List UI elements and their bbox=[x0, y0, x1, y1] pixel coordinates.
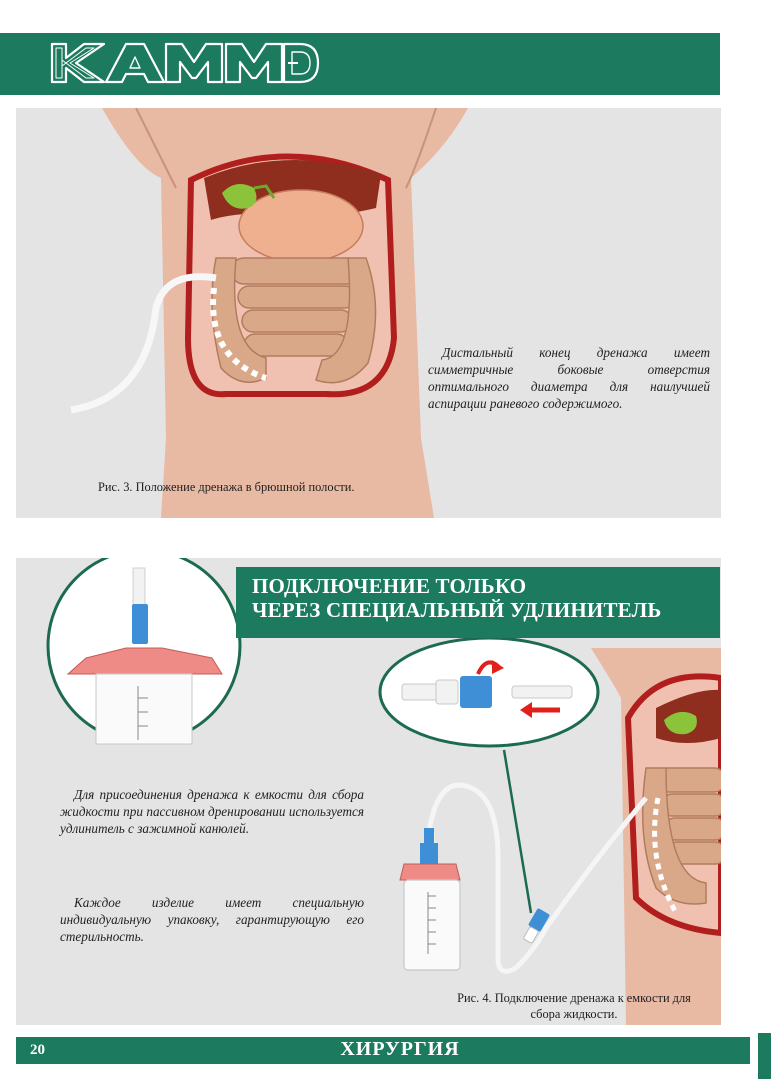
header-bar bbox=[0, 33, 720, 95]
footer-edge-strip bbox=[758, 1033, 771, 1079]
figure3-caption: Рис. 3. Положение дренажа в брюшной поло… bbox=[98, 480, 355, 494]
section-title-line1: ПОДКЛЮЧЕНИЕ ТОЛЬКО bbox=[252, 574, 527, 598]
figure3-description: Дистальный конец дренажа имеет симметрич… bbox=[428, 345, 710, 411]
footer-section-name: ХИРУРГИЯ bbox=[340, 1038, 460, 1060]
section-title: ПОДКЛЮЧЕНИЕ ТОЛЬКО ЧЕРЕЗ СПЕЦИАЛЬНЫЙ УДЛ… bbox=[252, 574, 712, 622]
abdomen-drain-illustration bbox=[70, 108, 468, 518]
figure4-caption: Рис. 4. Подключение дренажа к емкости дл… bbox=[436, 990, 712, 1022]
drain-connection-illustration bbox=[46, 558, 721, 1025]
figure4-paragraph-1: Для присоединения дренажа к емкости для … bbox=[60, 787, 364, 836]
figure4-paragraph-2: Каждое изделие имеет специальную индивид… bbox=[60, 895, 364, 944]
section-title-line2: ЧЕРЕЗ СПЕЦИАЛЬНЫЙ УДЛИНИТЕЛЬ bbox=[252, 598, 662, 622]
page-number: 20 bbox=[30, 1042, 45, 1058]
section-title-bar bbox=[236, 567, 720, 638]
figure4-caption-line1: Рис. 4. Подключение дренажа к емкости дл… bbox=[457, 991, 691, 1005]
figure4-caption-line2: сбора жидкости. bbox=[530, 1007, 618, 1021]
footer-bar bbox=[16, 1037, 750, 1064]
kammed-logo bbox=[50, 42, 320, 84]
